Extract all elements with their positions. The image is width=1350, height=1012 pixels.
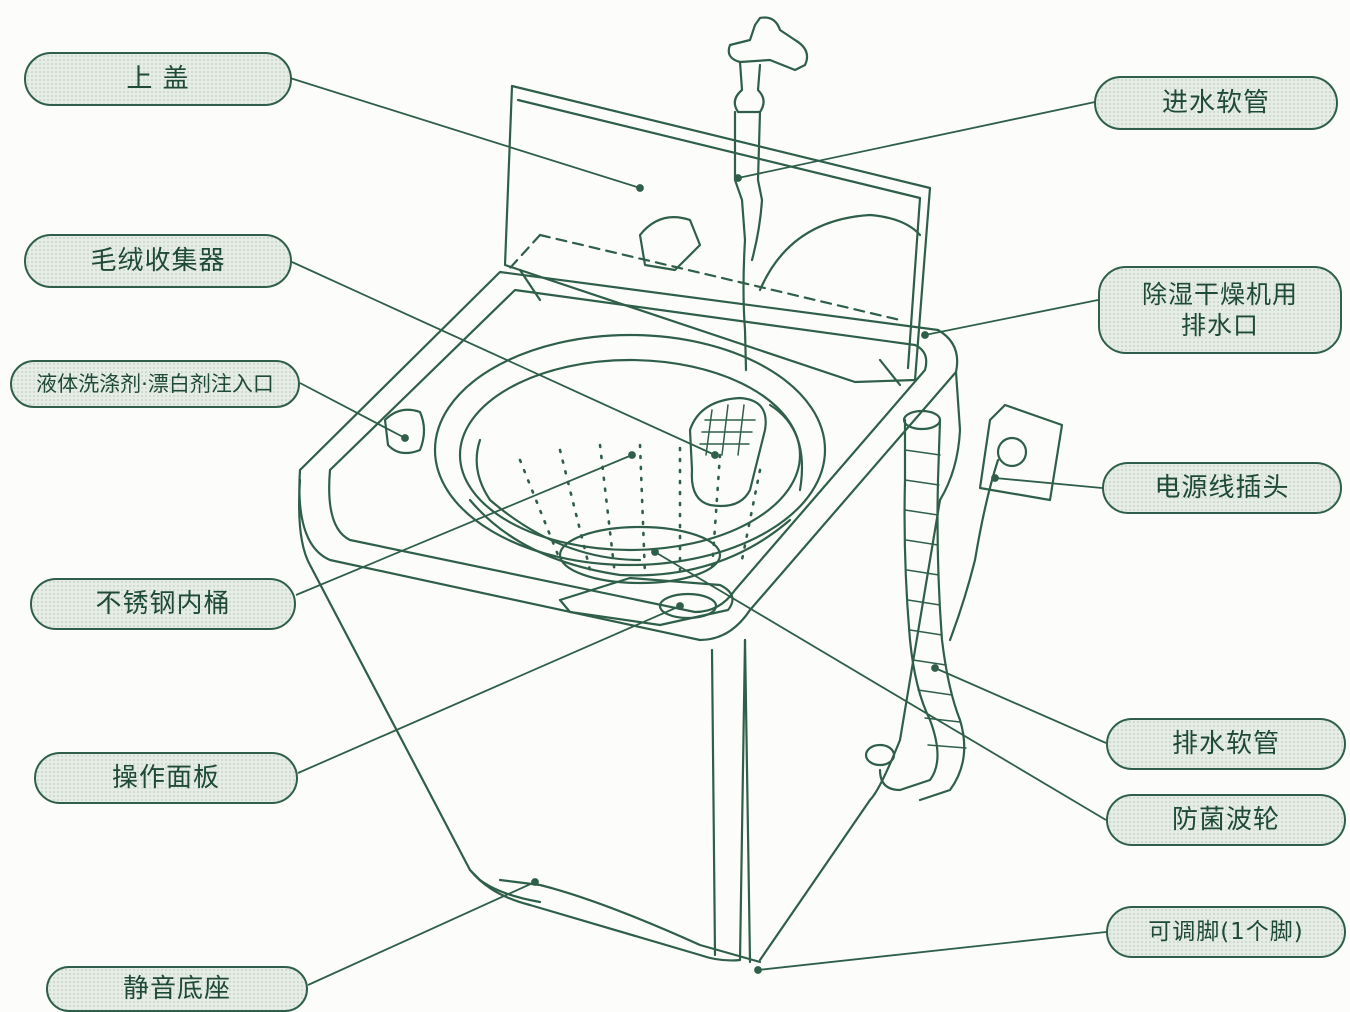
drain-hose-end	[904, 411, 940, 429]
faucet-spout	[735, 62, 764, 112]
inlet-hose-path	[735, 112, 746, 370]
label-adjustable-foot-text: 可调脚(1个脚)	[1148, 918, 1304, 947]
label-detergent-inlet-text: 液体洗涤剂·漂白剂注入口	[36, 371, 274, 397]
lid-dashed-edge	[540, 235, 900, 320]
leader-control-panel	[298, 606, 680, 773]
label-lint-collector-text: 毛绒收集器	[90, 245, 225, 278]
lint-collector-shape	[690, 398, 766, 506]
label-drain-hose-text: 排水软管	[1172, 728, 1280, 761]
leader-adjustable-foot	[758, 932, 1106, 970]
label-power-plug: 电源线插头	[1102, 462, 1342, 514]
label-dehumidifier-drain-line1: 除湿干燥机用	[1142, 279, 1298, 310]
leader-lint-collector	[292, 262, 715, 455]
label-inlet-hose-text: 进水软管	[1162, 87, 1270, 120]
leader-detergent-inlet	[300, 383, 405, 438]
power-outlet-plate	[980, 405, 1062, 500]
label-stainless-drum-text: 不锈钢内桶	[95, 588, 230, 621]
label-dehumidifier-drain: 除湿干燥机用 排水口	[1098, 266, 1342, 354]
label-detergent-inlet: 液体洗涤剂·漂白剂注入口	[10, 360, 300, 408]
leader-dehumidifier-drain	[925, 300, 1098, 335]
drain-hose-path	[880, 420, 938, 790]
label-antibacterial-pulsator: 防菌波轮	[1106, 794, 1346, 846]
label-drain-hose: 排水软管	[1106, 718, 1346, 770]
cabinet-side	[760, 372, 960, 960]
power-plug-socket	[998, 438, 1026, 466]
label-top-lid-text: 上 盖	[126, 63, 189, 96]
cabinet-side-panel	[712, 650, 715, 955]
label-silent-base: 静音底座	[46, 966, 308, 1012]
lid-curve	[760, 215, 920, 290]
label-control-panel: 操作面板	[34, 752, 298, 804]
label-silent-base-text: 静音底座	[123, 973, 231, 1006]
label-antibacterial-pulsator-text: 防菌波轮	[1172, 804, 1280, 837]
leader-top-lid	[290, 78, 640, 188]
cabinet-side-edge	[745, 640, 750, 962]
drum-inner-wall	[770, 405, 802, 490]
label-control-panel-text: 操作面板	[112, 762, 220, 795]
drum-rim-outer	[435, 335, 825, 565]
label-top-lid: 上 盖	[24, 52, 292, 106]
lid-inner	[518, 100, 920, 368]
label-adjustable-foot: 可调脚(1个脚)	[1106, 906, 1346, 958]
leader-silent-base	[308, 882, 535, 985]
label-stainless-drum: 不锈钢内桶	[30, 578, 296, 630]
lid-dashed-edge-2	[510, 235, 540, 268]
label-lint-collector: 毛绒收集器	[24, 234, 292, 288]
power-cord	[950, 460, 998, 640]
drain-outlet	[866, 745, 894, 765]
faucet-reflection	[640, 217, 700, 270]
label-dehumidifier-drain-line2: 排水口	[1181, 310, 1259, 341]
leader-inlet-hose	[738, 102, 1095, 178]
drain-hose-path-2	[920, 420, 964, 800]
leader-power-plug	[995, 478, 1102, 488]
label-power-plug-text: 电源线插头	[1154, 472, 1289, 505]
base-edge	[500, 880, 760, 962]
lid-hinge	[520, 270, 900, 385]
leader-drain-hose	[935, 668, 1106, 743]
inlet-hose-path-2	[752, 112, 762, 260]
label-inlet-hose: 进水软管	[1094, 76, 1338, 130]
